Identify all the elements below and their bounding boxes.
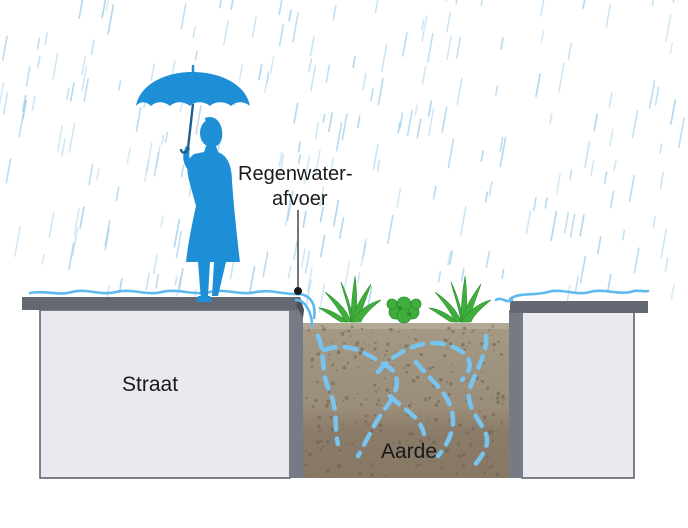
grass-plant-icon: [427, 275, 492, 323]
rain-streaks: [0, 0, 685, 313]
person-silhouette-icon: [183, 116, 240, 302]
shrub-icon: [386, 296, 422, 324]
drain-label-line2: afvoer: [272, 188, 328, 210]
street-block-right: [509, 301, 648, 479]
drain-label-line1: Regenwater-: [238, 163, 353, 185]
street-label: Straat: [122, 373, 179, 396]
street-block-left: [22, 297, 304, 479]
grass-plant-icon: [317, 275, 382, 323]
infiltration-paths: [315, 333, 490, 469]
soil-label: Aarde: [381, 440, 438, 463]
drain-pointer: [294, 210, 302, 295]
umbrella-icon: [136, 64, 250, 154]
